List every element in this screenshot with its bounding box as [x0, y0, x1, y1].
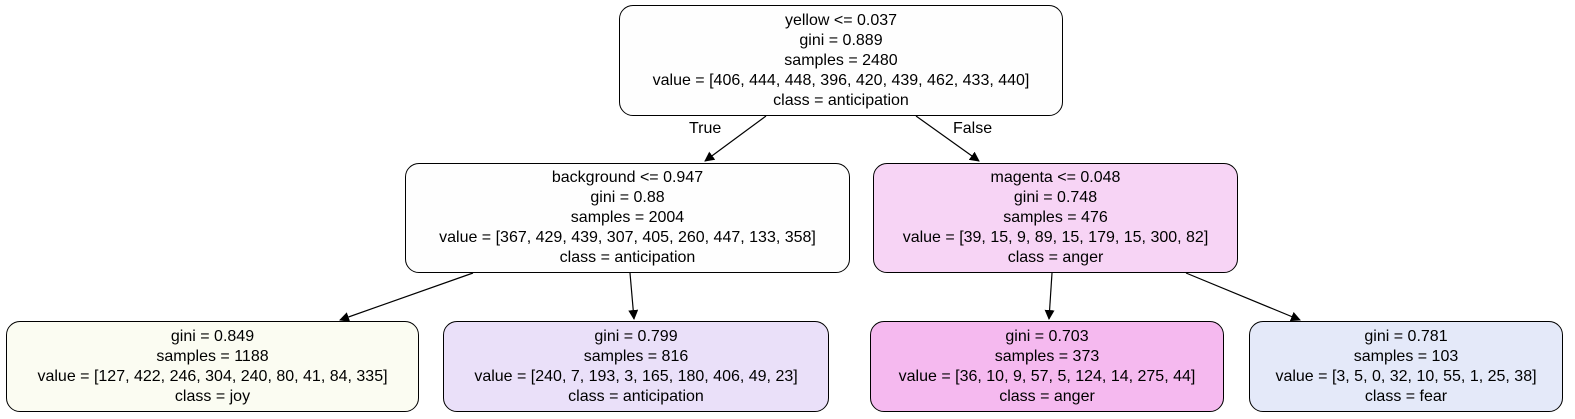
edge-background-to-joy [339, 272, 474, 322]
node-value: value = [240, 7, 193, 3, 165, 180, 406, … [474, 367, 798, 385]
node-value: value = [406, 444, 448, 396, 420, 439, 4… [652, 71, 1030, 89]
node-split: magenta <= 0.048 [990, 169, 1121, 186]
node-samples: samples = 476 [1003, 209, 1108, 226]
tree-leaf-joy: gini = 0.849 samples = 1188 value = [127… [6, 321, 419, 412]
node-value: value = [367, 429, 439, 307, 405, 260, 4… [439, 229, 816, 246]
node-gini: gini = 0.748 [1013, 189, 1098, 206]
node-gini: gini = 0.703 [1005, 327, 1089, 345]
node-class: class = anticipation [773, 91, 909, 109]
node-value: value = [127, 422, 246, 304, 240, 80, 41… [37, 367, 388, 385]
node-samples: samples = 1188 [156, 347, 269, 365]
node-class: class = anger [999, 387, 1095, 405]
tree-node-background: background <= 0.947 gini = 0.88 samples … [405, 163, 850, 273]
node-value: value = [39, 15, 9, 89, 15, 179, 15, 300… [902, 229, 1209, 246]
tree-node-magenta: magenta <= 0.048 gini = 0.748 samples = … [873, 163, 1238, 273]
node-value: value = [3, 5, 0, 32, 10, 55, 1, 25, 38] [1275, 367, 1537, 385]
node-gini: gini = 0.781 [1364, 327, 1448, 345]
edge-root-to-background [704, 115, 767, 162]
node-samples: samples = 2004 [570, 209, 685, 226]
node-gini: gini = 0.88 [590, 189, 665, 206]
edge-label-true: True [689, 120, 722, 137]
node-class: class = anticipation [559, 249, 696, 266]
edge-label-false: False [953, 120, 993, 137]
node-class: class = joy [174, 387, 251, 405]
node-split: background <= 0.947 [551, 169, 704, 186]
node-value: value = [36, 10, 9, 57, 5, 124, 14, 275,… [898, 367, 1196, 385]
node-class: class = fear [1364, 387, 1448, 405]
node-gini: gini = 0.849 [170, 327, 255, 345]
node-samples: samples = 373 [994, 347, 1100, 365]
node-samples: samples = 103 [1353, 347, 1459, 365]
node-split: yellow <= 0.037 [784, 11, 898, 29]
tree-leaf-anticipation: gini = 0.799 samples = 816 value = [240,… [443, 321, 829, 412]
edge-magenta-to-anger [1044, 272, 1055, 320]
node-samples: samples = 2480 [784, 51, 898, 69]
node-class: class = anticipation [568, 387, 704, 405]
tree-leaf-fear: gini = 0.781 samples = 103 value = [3, 5… [1249, 321, 1563, 412]
node-gini: gini = 0.799 [594, 327, 678, 345]
tree-node-root: yellow <= 0.037 gini = 0.889 samples = 2… [619, 5, 1063, 116]
edge-root-to-magenta [915, 115, 980, 162]
node-samples: samples = 816 [583, 347, 689, 365]
tree-leaf-anger: gini = 0.703 samples = 373 value = [36, … [870, 321, 1224, 412]
edge-magenta-to-fear [1185, 272, 1301, 322]
node-gini: gini = 0.889 [799, 31, 883, 49]
edge-background-to-anticipation [628, 272, 639, 320]
node-class: class = anger [1007, 249, 1104, 266]
